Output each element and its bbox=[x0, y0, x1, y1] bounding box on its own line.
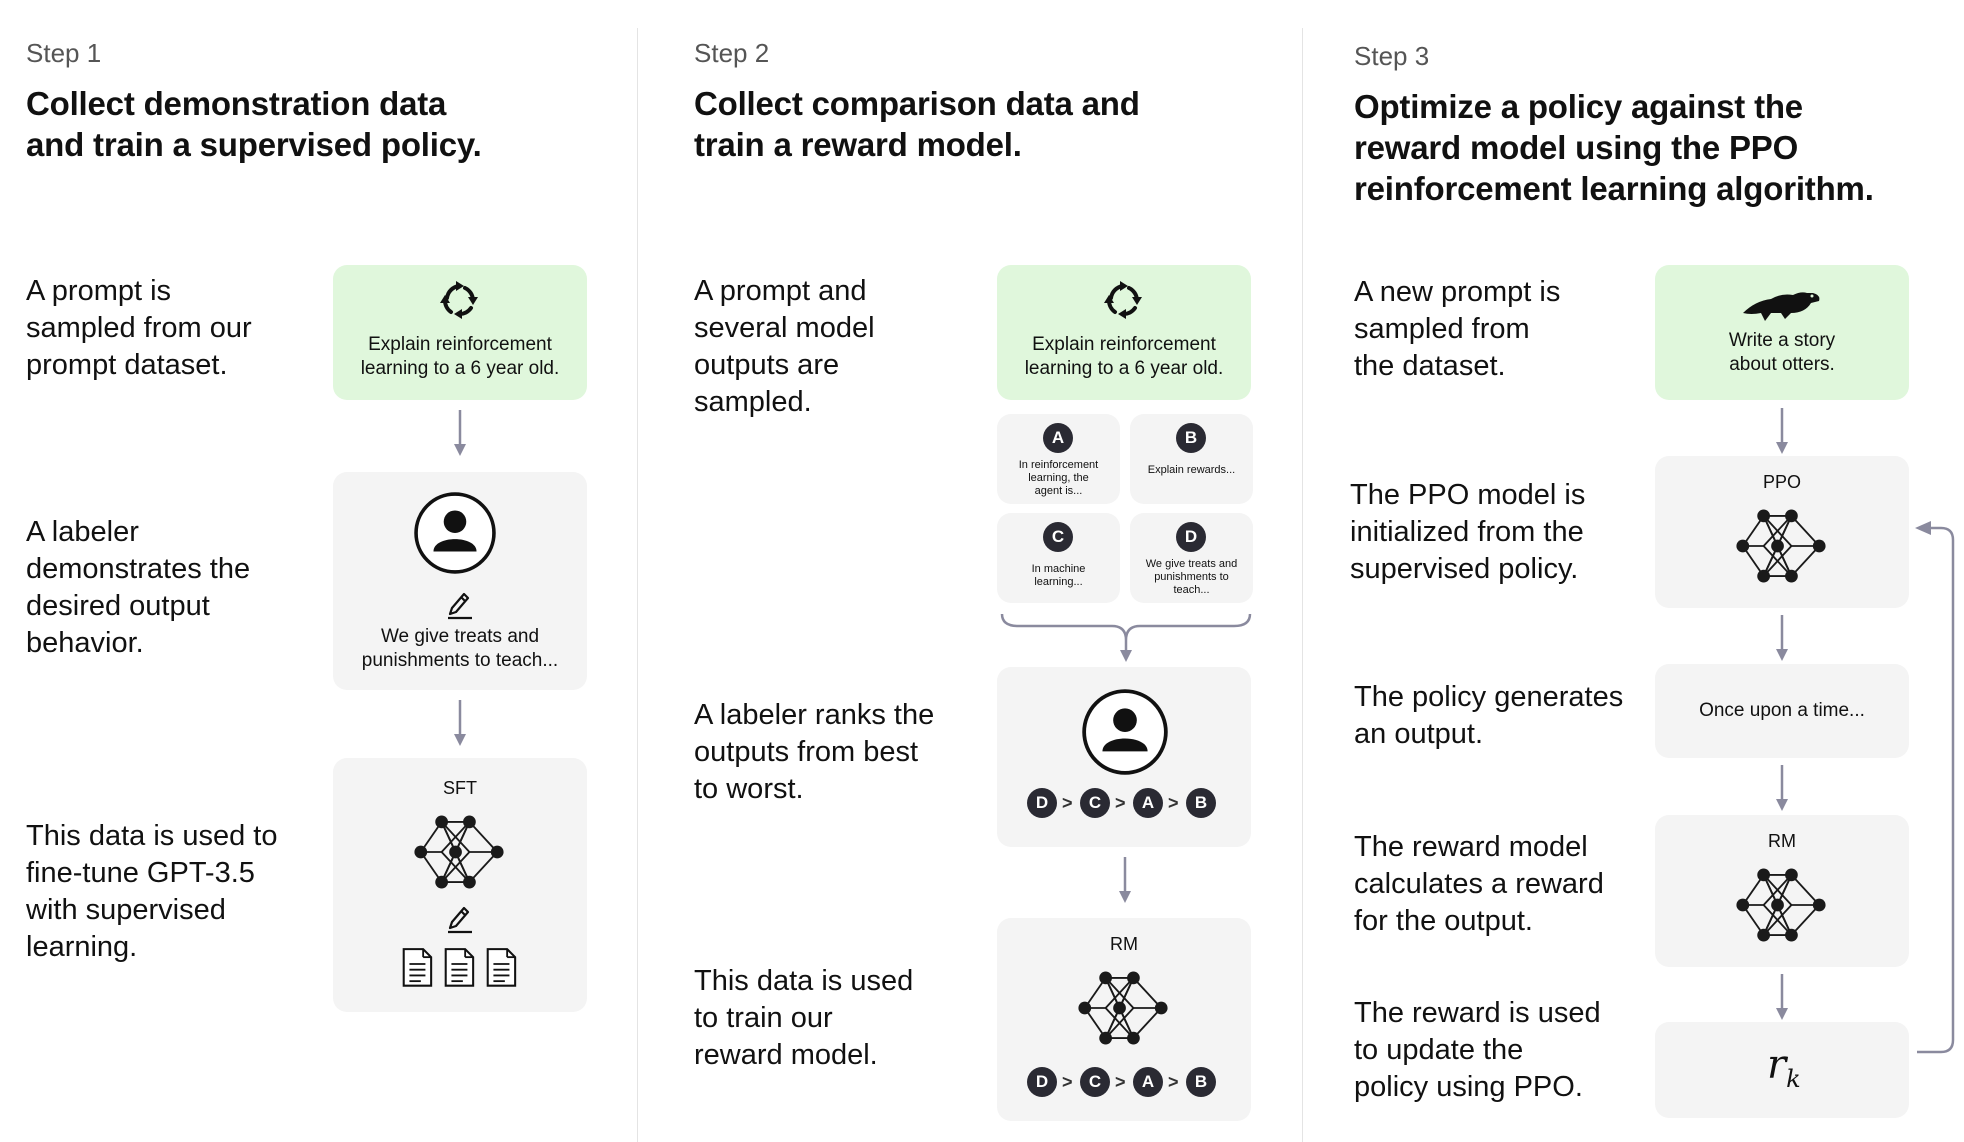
document-icon bbox=[402, 948, 433, 987]
ranking-card: D > C > A > B bbox=[997, 667, 1251, 847]
step-label: Step 2 bbox=[694, 38, 770, 68]
rm-label: RM bbox=[1768, 831, 1796, 851]
rank-separator: > bbox=[1062, 1072, 1073, 1092]
step-label: Step 1 bbox=[26, 38, 102, 68]
output-text: Once upon a time... bbox=[1699, 700, 1865, 721]
output-card-b: B Explain rewards... bbox=[1130, 414, 1253, 504]
step-label: Step 3 bbox=[1354, 41, 1430, 71]
reward-card: rk bbox=[1655, 1022, 1909, 1118]
arrow-down-icon bbox=[454, 700, 466, 746]
output-badge: D bbox=[1176, 522, 1206, 552]
arrow-down-icon bbox=[1776, 765, 1788, 811]
user-icon bbox=[414, 492, 496, 574]
rank-badge: D bbox=[1027, 788, 1057, 818]
recycle-arrows-icon bbox=[1103, 280, 1143, 320]
model-label: SFT bbox=[443, 778, 477, 798]
output-badge: C bbox=[1043, 522, 1073, 552]
otter-icon bbox=[1743, 292, 1820, 321]
output-text: Explain rewards... bbox=[1147, 464, 1236, 476]
rm-model-card: RM bbox=[1655, 815, 1909, 967]
pencil-icon bbox=[446, 906, 474, 934]
rank-separator: > bbox=[1115, 793, 1126, 813]
document-icon bbox=[444, 948, 475, 987]
reward-value: rk bbox=[1767, 1042, 1801, 1093]
rank-badge: A bbox=[1133, 1067, 1163, 1097]
ppo-label: PPO bbox=[1762, 472, 1801, 492]
arrow-down-icon bbox=[454, 410, 466, 456]
rank-separator: > bbox=[1115, 1072, 1126, 1092]
neural-network-icon bbox=[1077, 970, 1169, 1046]
rank-separator: > bbox=[1062, 793, 1073, 813]
pencil-icon bbox=[446, 592, 474, 620]
neural-network-icon bbox=[1735, 508, 1827, 584]
output-badge: A bbox=[1043, 423, 1073, 453]
user-icon bbox=[1082, 689, 1168, 775]
rank-separator: > bbox=[1168, 793, 1179, 813]
column-divider bbox=[1302, 28, 1303, 1142]
sft-model-card: SFT bbox=[333, 758, 587, 1012]
rank-badge: B bbox=[1186, 788, 1216, 818]
rank-separator: > bbox=[1168, 1072, 1179, 1092]
column-divider bbox=[637, 28, 638, 1142]
rm-model-card: RM D > C > A > B bbox=[997, 918, 1251, 1121]
rank-badge: D bbox=[1027, 1067, 1057, 1097]
recycle-arrows-icon bbox=[439, 280, 479, 320]
rank-badge: C bbox=[1080, 788, 1110, 818]
ppo-model-card: PPO bbox=[1655, 456, 1909, 608]
rank-badge: B bbox=[1186, 1067, 1216, 1097]
arrow-down-icon bbox=[1776, 615, 1788, 661]
output-card: Once upon a time... bbox=[1655, 664, 1909, 758]
arrow-down-icon bbox=[1776, 408, 1788, 454]
model-label: RM bbox=[1110, 934, 1138, 954]
feedback-loop-arrow-icon bbox=[1915, 521, 1955, 1054]
rank-badge: C bbox=[1080, 1067, 1110, 1097]
neural-network-icon bbox=[413, 814, 505, 890]
rank-badge: A bbox=[1133, 788, 1163, 818]
arrow-down-icon bbox=[1776, 974, 1788, 1020]
neural-network-icon bbox=[1735, 867, 1827, 943]
curly-brace-icon bbox=[1000, 613, 1252, 662]
output-badge: B bbox=[1176, 423, 1206, 453]
document-icon bbox=[486, 948, 517, 987]
arrow-down-icon bbox=[1119, 857, 1131, 903]
